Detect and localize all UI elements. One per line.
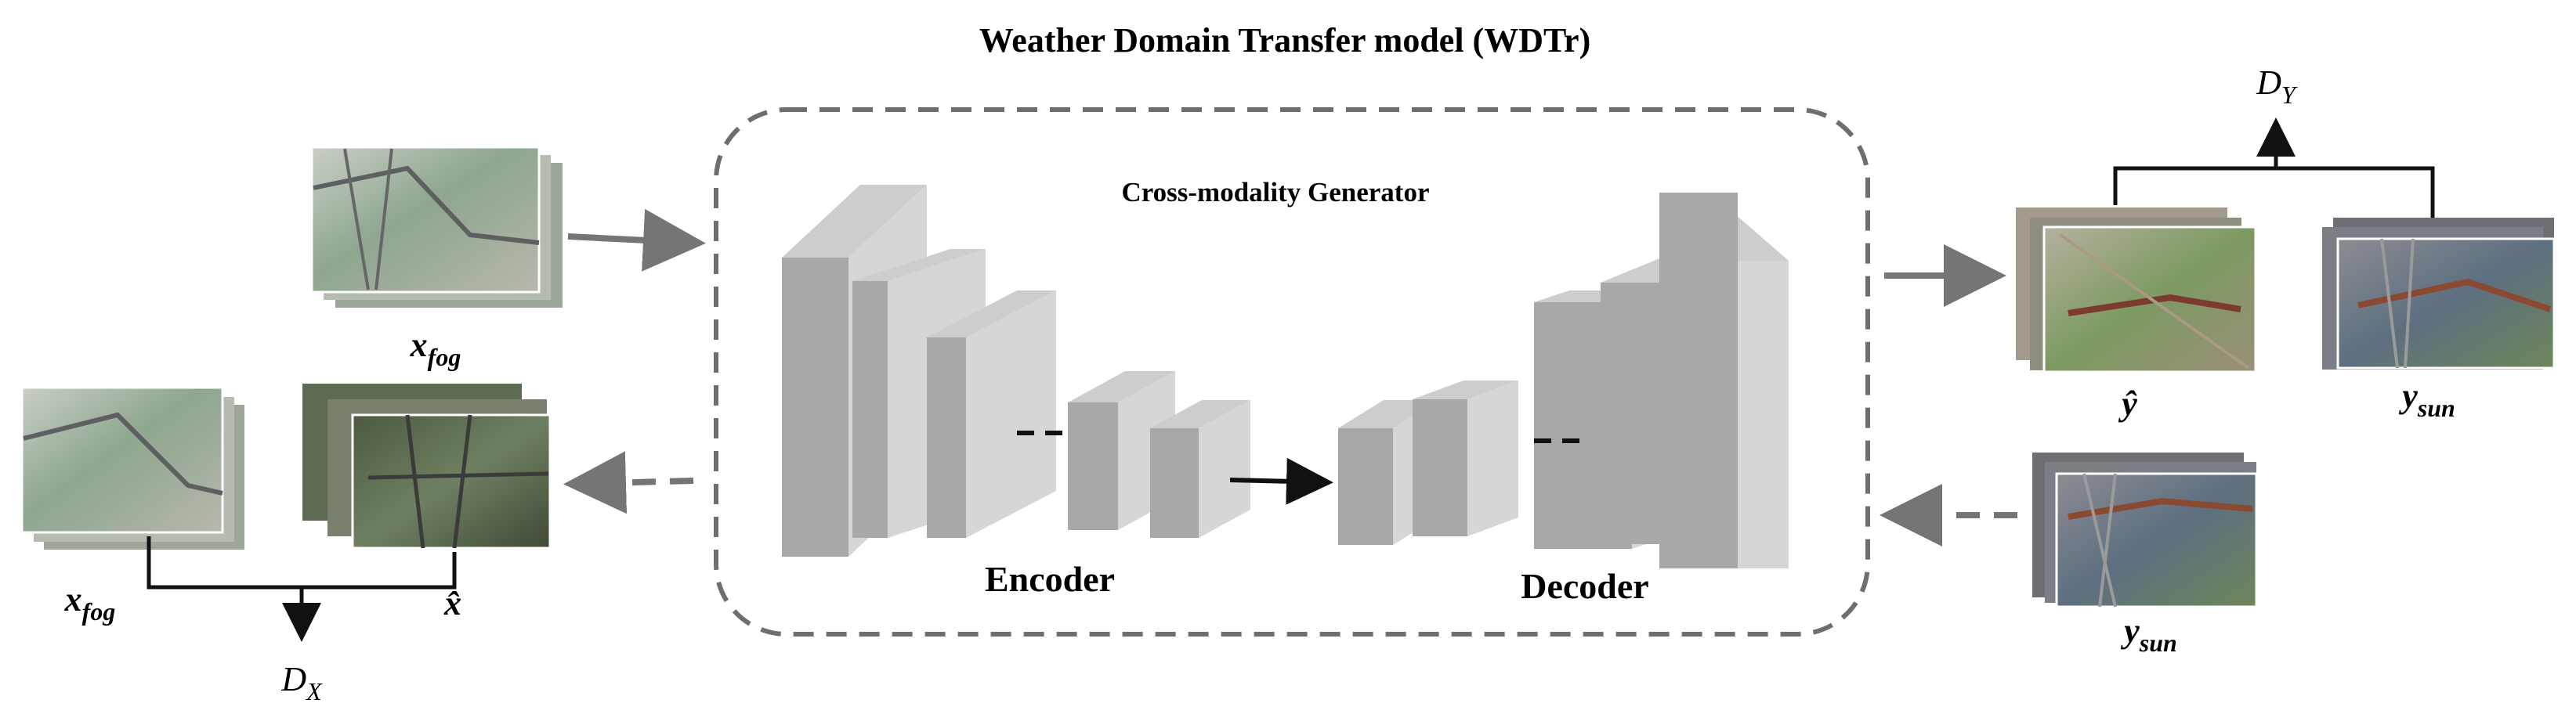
label-x-fog-left: xfog (64, 580, 116, 626)
latent-arrow (1229, 457, 1333, 505)
encoder-label: Encoder (985, 559, 1115, 599)
label-x-fog-top: xfog (410, 326, 461, 371)
label-dx: DX (280, 660, 323, 705)
encoder-block-3 (927, 290, 1056, 538)
arrow-input-to-generator (567, 208, 706, 272)
decoder (1338, 193, 1789, 568)
image-stack-y-sun-right (2322, 218, 2556, 370)
generator-container (714, 107, 1870, 637)
label-y-hat: ŷ (2118, 384, 2137, 423)
encoder-block-5 (1150, 400, 1250, 538)
label-x-hat: x̂ (443, 584, 461, 622)
decoder-block-5 (1659, 193, 1789, 568)
label-y-sun-bottom: ysun (2120, 611, 2177, 657)
image-stack-x-fog-top (310, 146, 563, 308)
label-y-sun-right: ysun (2398, 377, 2455, 422)
dy-bracket (2113, 117, 2435, 218)
image-stack-y-hat (2016, 207, 2257, 373)
image-stack-y-sun-bottom (2032, 453, 2258, 608)
dx-bracket (147, 536, 457, 642)
decoder-block-2 (1413, 381, 1518, 536)
image-stack-x-hat (302, 384, 552, 550)
generator-label: Cross-modality Generator (1121, 177, 1429, 207)
image-stack-x-fog-left (20, 386, 244, 550)
encoder (782, 185, 1250, 557)
arrow-generator-to-reconstruction (563, 451, 694, 514)
label-dy: DY (2256, 63, 2298, 109)
decoder-label: Decoder (1521, 566, 1648, 606)
diagram-title: Weather Domain Transfer model (WDTr) (979, 21, 1591, 60)
